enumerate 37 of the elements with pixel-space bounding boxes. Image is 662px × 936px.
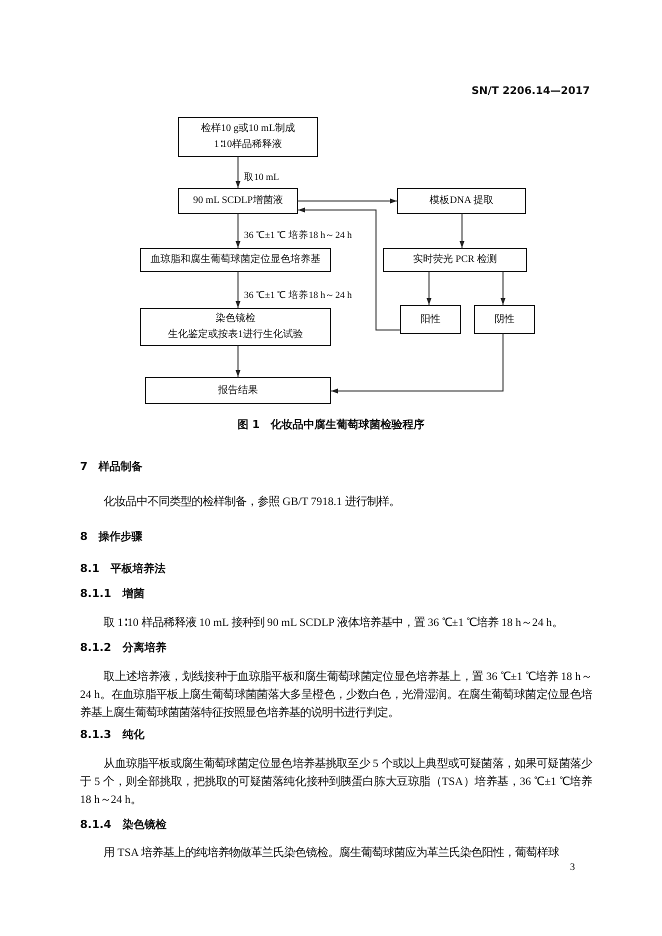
arrow	[236, 156, 240, 188]
edge-label: 取10 mL	[243, 171, 280, 184]
figure-caption: 图 1 化妆品中腐生葡萄球菌检验程序	[236, 417, 426, 432]
page-number: 3	[570, 862, 575, 873]
arrow	[330, 334, 504, 394]
process-box: 报告结果	[145, 377, 331, 404]
process-box: 90 mL SCDLP增菌液	[178, 188, 298, 214]
section-heading: 8.1.4 染色镜检	[80, 817, 166, 832]
section-heading: 7 样品制备	[80, 459, 143, 474]
arrow	[236, 214, 240, 248]
document-number: SN/T 2206.14—2017	[471, 85, 590, 97]
edge-label: 36 ℃±1 ℃ 培养18 h～24 h	[243, 229, 353, 242]
section-heading: 8.1 平板培养法	[80, 561, 166, 576]
arrow	[426, 272, 432, 306]
process-box: 血琼脂和腐生葡萄球菌定位显色培养基	[140, 248, 331, 272]
arrow	[500, 272, 506, 306]
process-box: 检样10 g或10 mL制成 1∶10样品稀释液	[178, 117, 318, 157]
arrow	[460, 214, 464, 248]
section-heading: 8.1.2 分离培养	[80, 640, 166, 655]
process-box: 阳性	[400, 305, 461, 334]
arrow	[236, 272, 240, 308]
process-box: 阴性	[474, 305, 535, 334]
arrow	[298, 208, 400, 330]
paragraph: 从血琼脂平板或腐生葡萄球菌定位显色培养基挑取至少 5 个或以上典型或可疑菌落，如果可疑菌落少于 5 个，则全部挑取，把挑取的可疑菌落纯化接种到胰蛋白胨大豆琼脂（TSA）培养基，36 ℃±1 ℃培养 18 h～24 h。	[80, 756, 592, 808]
process-box: 实时荧光 PCR 检测	[383, 248, 527, 272]
process-box: 模板DNA 提取	[397, 188, 526, 214]
edge-label: 36 ℃±1 ℃ 培养18 h～24 h	[243, 289, 353, 302]
process-box: 染色镜检 生化鉴定或按表1进行生化试验	[140, 308, 331, 346]
arrow	[236, 346, 240, 378]
section-heading: 8.1.1 增菌	[80, 586, 144, 601]
paragraph: 取上述培养液，划线接种于血琼脂平板和腐生葡萄球菌定位显色培养基上，置 36 ℃±1 ℃培养 18 h～24 h。在血琼脂平板上腐生葡萄球菌菌落大多呈橙色，少数白色，光滑湿润。在腐生葡萄球菌定位显色培养基上腐生葡萄球菌菌落特征按照显色培养基的说明书进行判定。	[80, 669, 592, 721]
paragraph: 化妆品中不同类型的检样制备，参照 GB/T 7918.1 进行制样。	[102, 494, 401, 510]
arrow	[298, 198, 398, 204]
paragraph: 取 1∶10 样品稀释液 10 mL 接种到 90 mL SCDLP 液体培养基中，置 36 ℃±1 ℃培养 18 h～24 h。	[102, 615, 564, 631]
paragraph: 用 TSA 培养基上的纯培养物做革兰氏染色镜检。腐生葡萄球菌应为革兰氏染色阳性，葡萄样球	[102, 845, 560, 861]
section-heading: 8.1.3 纯化	[80, 727, 144, 742]
section-heading: 8 操作步骤	[80, 529, 143, 544]
